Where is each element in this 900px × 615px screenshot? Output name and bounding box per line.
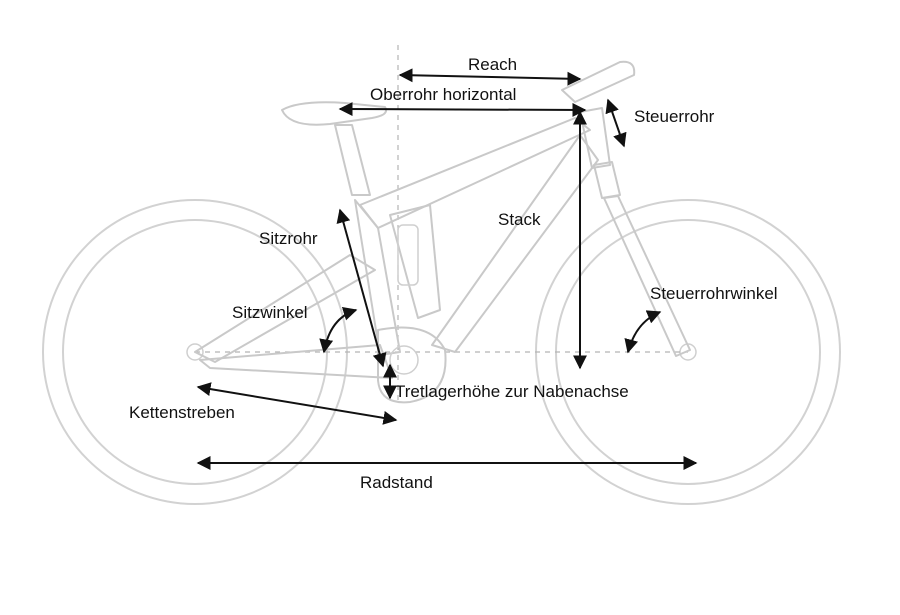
wheelbase-label: Radstand: [360, 473, 433, 492]
chainstays-label: Kettenstreben: [129, 403, 235, 422]
seat-tube-label: Sitzrohr: [259, 229, 318, 248]
head-angle-arc: [624, 310, 662, 354]
reach-label: Reach: [468, 55, 518, 74]
head-tube-label: Steuerrohr: [634, 107, 715, 126]
chainstay-arrow: [196, 382, 398, 425]
top-tube-arrow: [338, 102, 587, 117]
seat-tube-arrow: [336, 208, 387, 368]
reach-arrow: [398, 68, 582, 86]
seat-angle-label: Sitzwinkel: [232, 303, 308, 322]
stack-label: Stack: [498, 210, 541, 229]
bb-height-label: Tretlagerhöhe zur Nabenachse: [395, 382, 629, 401]
seat-angle-arc: [319, 307, 358, 354]
head-tube-arrow: [605, 98, 627, 148]
head-angle-label: Steuerrohrwinkel: [650, 284, 778, 303]
top-tube-label: Oberrohr horizontal: [370, 85, 517, 104]
